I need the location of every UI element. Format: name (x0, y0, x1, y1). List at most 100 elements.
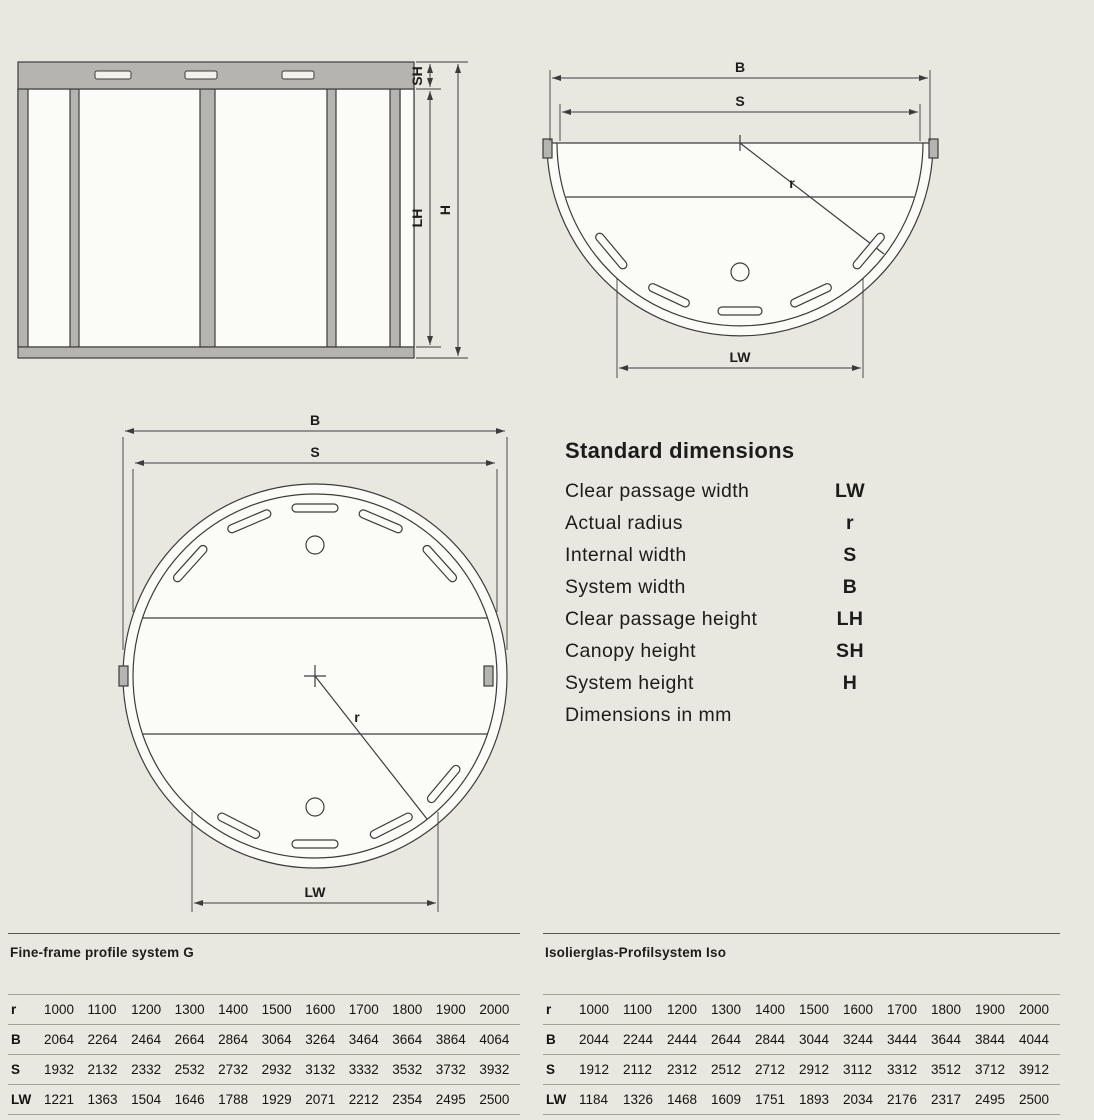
table-cell: 3444 (887, 1032, 918, 1047)
table-cell: 3864 (435, 1032, 466, 1047)
table-cell: 2912 (799, 1062, 830, 1077)
inner-wall-arc (556, 142, 924, 327)
table-cell: 2176 (887, 1092, 918, 1107)
table-cell: 1400 (755, 1002, 786, 1017)
dim-label-system-width: B (735, 59, 745, 75)
table-cell: 1600 (305, 1002, 336, 1017)
extension-lines (122, 437, 508, 912)
row-label: S (11, 1062, 21, 1077)
table-cell: 4064 (479, 1032, 510, 1047)
legend-symbol: H (842, 672, 858, 694)
table-cell: 1900 (975, 1002, 1006, 1017)
table-cell: 2132 (87, 1062, 118, 1077)
table-cell: 2244 (623, 1032, 654, 1047)
dim-label-system-width: B (310, 412, 320, 428)
legend-note: Dimensions in mm (565, 704, 732, 726)
table-cell: 2317 (931, 1092, 962, 1107)
canopy (17, 61, 415, 90)
actuator-circle-top (305, 535, 325, 555)
legend-row: System height H (565, 672, 873, 695)
table-cell: 1500 (261, 1002, 292, 1017)
legend-label: Clear passage height (565, 608, 758, 630)
actuator-circle (730, 262, 750, 282)
dim-label-system-height: H (437, 205, 453, 215)
legend-title: Standard dimensions (565, 438, 795, 463)
legend-symbol: S (843, 544, 857, 566)
table-title: Fine-frame profile system G (8, 933, 520, 994)
table-cell: 2312 (667, 1062, 698, 1077)
table-cell: 2000 (1019, 1002, 1050, 1017)
dim-label-canopy-height: SH (409, 66, 425, 85)
table-cell: 3932 (479, 1062, 510, 1077)
row-label: S (546, 1062, 556, 1077)
legend-label: System width (565, 576, 686, 598)
legend-row: Internal width S (565, 544, 873, 567)
row-label: r (11, 1002, 17, 1017)
row-label: r (546, 1002, 552, 1017)
extension-lines (549, 70, 931, 378)
front-elevation-diagram: SH LH H (17, 61, 468, 359)
dimension-lines (427, 64, 461, 356)
table-cell: 1609 (711, 1092, 742, 1107)
table-cell: 1100 (87, 1002, 117, 1017)
legend-symbol: r (846, 512, 854, 534)
table-cell: 1751 (755, 1092, 786, 1107)
row-label: B (546, 1032, 556, 1047)
legend-row: Clear passage height LH (565, 608, 873, 631)
table-cell: 2932 (261, 1062, 292, 1077)
table-cell: 2732 (218, 1062, 249, 1077)
dim-label-internal-width: S (735, 93, 744, 109)
table-cell: 3244 (843, 1032, 874, 1047)
dimension-lines (552, 75, 928, 371)
row-label: LW (11, 1092, 32, 1107)
table-cell: 1646 (174, 1092, 205, 1107)
table-cell: 1912 (579, 1062, 610, 1077)
table-cell: 2000 (479, 1002, 510, 1017)
table-cell: 3464 (348, 1032, 379, 1047)
extension-lines (416, 61, 468, 359)
legend-row: System width B (565, 576, 873, 599)
table-cell: 1400 (218, 1002, 249, 1017)
table-cell: 3844 (975, 1032, 1006, 1047)
table-cell: 1326 (623, 1092, 654, 1107)
legend-row: Actual radius r (565, 512, 873, 535)
table-cell: 2354 (392, 1092, 423, 1107)
table-cell: 2064 (44, 1032, 75, 1047)
dim-label-internal-width: S (310, 444, 319, 460)
table-cell: 1700 (348, 1002, 379, 1017)
table-cell: 2464 (131, 1032, 162, 1047)
table-cell: 1300 (711, 1002, 742, 1017)
table-cell: 1900 (435, 1002, 466, 1017)
table-cell: 2071 (305, 1092, 336, 1107)
table-cell: 1100 (623, 1002, 653, 1017)
row-label: LW (546, 1092, 567, 1107)
table-cell: 4044 (1019, 1032, 1050, 1047)
table-cell: 1504 (131, 1092, 162, 1107)
legend-symbol: LW (834, 480, 866, 502)
table-cell: 3712 (975, 1062, 1006, 1077)
table-cell: 1000 (44, 1002, 75, 1017)
table-cell: 1300 (174, 1002, 205, 1017)
table-cell: 2512 (711, 1062, 742, 1077)
dim-label-radius: r (354, 709, 360, 725)
legend-label: System height (565, 672, 694, 694)
legend-row: Canopy height SH (565, 640, 873, 663)
table-cell: 2500 (479, 1092, 510, 1107)
table-cell: 2844 (755, 1032, 786, 1047)
dim-label-radius: r (789, 175, 795, 191)
table-cell: 1932 (44, 1062, 75, 1077)
legend-symbol: LH (836, 608, 864, 630)
inner-wall-circle (132, 493, 498, 859)
end-posts (542, 138, 939, 159)
legend-symbol: B (842, 576, 858, 598)
